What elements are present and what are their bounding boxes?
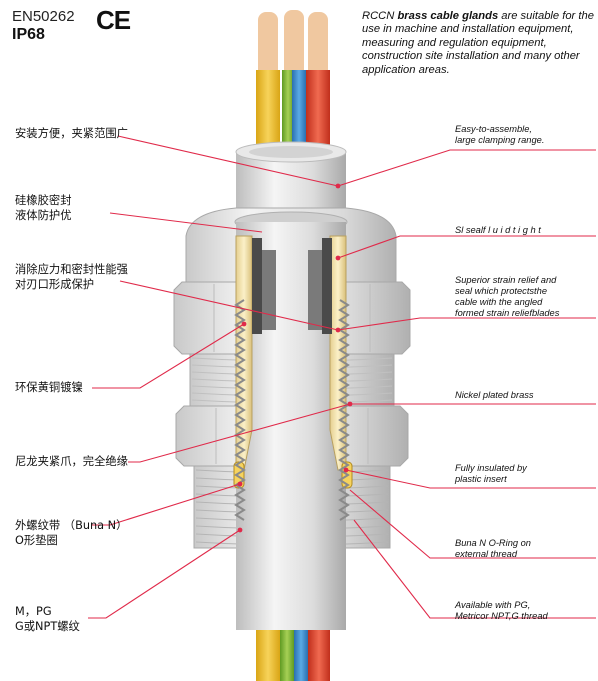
leader-easy-assemble-cn (117, 135, 339, 187)
cutaway-section (233, 222, 353, 552)
label-en-seal-fluidtight: Sl sealf l u i d t i g h t (455, 225, 541, 235)
leader-lines (88, 135, 596, 619)
label-en-strain-relief-3: cable with the angled (455, 297, 543, 307)
label-cn-thread-oring: 外螺纹带 （Buna N） (15, 519, 128, 532)
label-en-strain-relief-4: formed strain reliefblades (455, 308, 560, 318)
label-en-plastic-insert: plastic insert (455, 474, 507, 484)
label-en-nickel-brass: Nickel plated brass (455, 390, 534, 400)
label-cn-nylon-clamp: 尼龙夹紧爪，完全绝缘 (15, 455, 128, 468)
label-en-fully-insulated: Fully insulated by (455, 463, 527, 473)
label-cn-edge-protection: 对刃口形成保护 (15, 278, 95, 291)
leader-strain-en (337, 317, 596, 331)
label-en-easy-assemble: Easy-to-assemble, (455, 124, 532, 134)
ip-rating: IP68 (12, 26, 45, 43)
leader-seal-en (337, 235, 596, 259)
leader-nylon-cn (128, 403, 351, 463)
label-cn-silicone-seal: 硅橡胶密封 (15, 194, 72, 207)
label-cn-o-ring: O形垫圈 (15, 534, 58, 547)
label-cn-strain-relief: 消除应力和密封性能强 (15, 263, 128, 276)
leader-oring-en (349, 489, 596, 559)
label-en-buna-oring: Buna N O-Ring on (455, 538, 531, 548)
leader-dots (237, 183, 353, 533)
label-en-metric-npt: Metricor NPT,G thread (455, 611, 548, 621)
conductors-top (256, 10, 330, 160)
intro-paragraph: RCCN brass cable glands are suitable for… (362, 10, 594, 76)
label-en-clamping-range: large clamping range. (455, 135, 545, 145)
leader-insert-en (345, 469, 596, 489)
leader-seal-cn (109, 212, 263, 233)
label-cn-m-pg: M，PG (15, 605, 52, 618)
conductors-bottom (256, 626, 330, 681)
label-cn-liquid-protection: 液体防护优 (15, 209, 72, 222)
leader-thread-cn (88, 529, 241, 619)
standard-code: EN50262 (12, 8, 75, 25)
label-cn-nickel-brass: 环保黄铜镀镍 (15, 381, 83, 394)
label-cn-easy-assemble: 安装方便，夹紧范围广 (15, 127, 128, 140)
label-cn-npt-thread: G或NPT螺纹 (15, 620, 80, 633)
ce-mark: CE (96, 5, 131, 35)
label-en-strain-relief-1: Superior strain relief and (455, 275, 557, 285)
leader-thread-en (353, 519, 596, 619)
leader-easy-assemble-en (337, 149, 596, 187)
label-en-external-thread: external thread (455, 549, 518, 559)
leader-brass-cn (92, 323, 245, 389)
leader-oring-cn (92, 483, 241, 526)
label-en-available-pg: Available with PG, (455, 600, 531, 610)
leader-strain-cn (119, 280, 339, 331)
label-en-strain-relief-2: seal which protectsthe (455, 286, 547, 296)
